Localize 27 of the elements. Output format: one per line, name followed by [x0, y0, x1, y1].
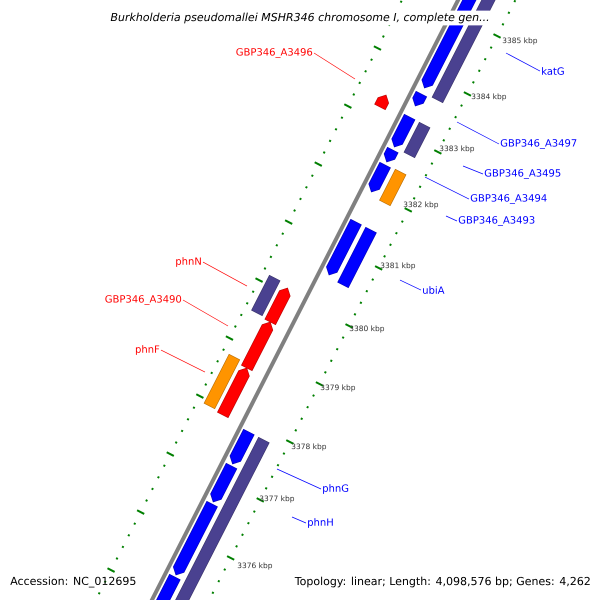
- footer-text: Topology: linear; Length: 4,098,576 bp; Genes: 4,262: [294, 576, 590, 588]
- title: Burkholderia pseudomallei MSHR346 chromosome I, complete gen...: [108, 10, 492, 26]
- footer-text: Accession: NC_012695: [10, 576, 136, 588]
- leader-line: [400, 280, 422, 290]
- leader-line: [446, 216, 458, 222]
- leader-line: [160, 350, 206, 372]
- gene-label: phnF: [136, 345, 160, 355]
- gene-label: GBP346_A3495: [484, 169, 560, 179]
- leader-line: [456, 122, 500, 144]
- gene-label: GBP346_A3494: [470, 194, 547, 204]
- leader-line: [314, 52, 356, 80]
- leader-line: [276, 468, 322, 490]
- leader-line: [182, 300, 228, 326]
- gene-label: GBP346_A3490: [105, 295, 182, 305]
- leader-line: [424, 176, 470, 200]
- gene-label: ubiA: [423, 286, 444, 294]
- gene-label: GBP346_A3493: [458, 216, 534, 226]
- gene-label: phnN: [176, 257, 201, 267]
- gene-label: GBP346_A3496: [236, 48, 312, 58]
- gene-label: katG: [542, 67, 564, 75]
- leader-line: [506, 52, 540, 72]
- gene-label: phnH: [308, 518, 333, 528]
- leader-line: [292, 516, 306, 524]
- gene-label: GBP346_A3497: [500, 139, 576, 149]
- leader-line: [462, 166, 484, 174]
- leader-line: [202, 262, 248, 286]
- gene-label: phnG: [323, 484, 348, 494]
